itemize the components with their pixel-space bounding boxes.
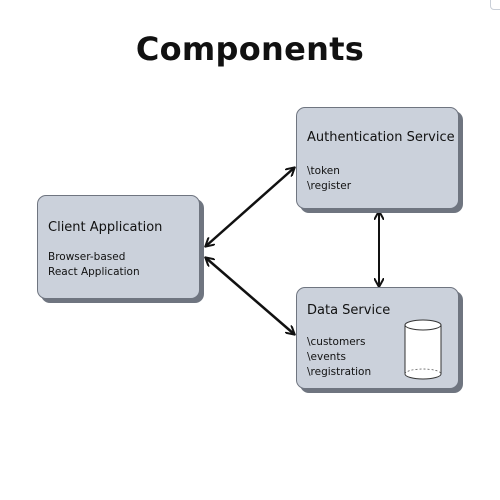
auth-endpoint-register: \register [307, 180, 352, 192]
data-endpoint-registration: \registration [307, 366, 372, 378]
data-endpoint-events: \events [307, 351, 346, 363]
arrow-client-data [206, 258, 294, 334]
data-service-box[interactable]: Data Service \customers \events \registr… [296, 287, 459, 389]
diagram-title: Components [135, 30, 365, 68]
client-application-box[interactable]: Client Application Browser-based React A… [37, 195, 200, 299]
window-corner-control [490, 0, 500, 10]
auth-endpoint-token: \token [307, 165, 340, 177]
arrow-client-auth [206, 168, 294, 246]
client-application-title: Client Application [48, 220, 163, 235]
client-line-1: Browser-based [48, 251, 126, 263]
client-line-2: React Application [48, 266, 140, 278]
database-cylinder-icon [404, 319, 442, 380]
client-application-description: Browser-based React Application [48, 250, 140, 280]
data-service-endpoints: \customers \events \registration [307, 335, 371, 380]
data-service-title: Data Service [307, 303, 391, 318]
authentication-service-endpoints: \token \register [307, 164, 351, 194]
authentication-service-title: Authentication Service [307, 130, 455, 145]
data-endpoint-customers: \customers [307, 336, 366, 348]
authentication-service-box[interactable]: Authentication Service \token \register [296, 107, 459, 209]
